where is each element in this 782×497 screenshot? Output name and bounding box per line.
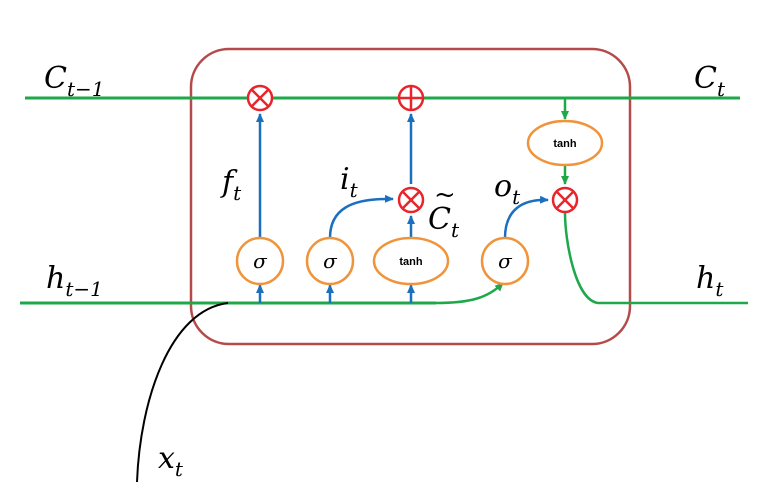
- hidden-to-output-gate-arrow: [435, 282, 504, 305]
- label-o-t: ot: [494, 169, 521, 209]
- label-c-tilde: ~ Ct: [428, 180, 460, 242]
- input-x-curve: [136, 302, 229, 483]
- label-f-t: ft: [220, 165, 242, 205]
- forget-multiply-op: [246, 84, 274, 112]
- forget-gate-label: σ: [253, 249, 268, 273]
- label-h-next: ht: [696, 261, 724, 301]
- candidate-gate-tanh: tanh: [372, 236, 450, 286]
- output-gate-sigma: σ: [480, 236, 530, 286]
- forget-gate-sigma: σ: [235, 236, 285, 286]
- label-c-prev: Ct−1: [44, 61, 105, 101]
- cell-boundary: [189, 47, 632, 346]
- input-gate-sigma: σ: [305, 236, 355, 286]
- label-h-prev: ht−1: [46, 261, 103, 301]
- label-c-tilde-accent: ~: [434, 180, 456, 210]
- svg-text:Ct: Ct: [428, 202, 460, 242]
- cell-tanh: tanh: [526, 119, 604, 167]
- output-gate-arrow: [503, 195, 549, 239]
- cell-tanh-label: tanh: [553, 138, 577, 150]
- label-c-next: Ct: [694, 61, 726, 101]
- output-multiply-op: [551, 186, 579, 214]
- input-gate-label: σ: [323, 249, 338, 273]
- label-i-t: it: [340, 162, 359, 202]
- input-multiply-op: [397, 186, 425, 214]
- cell-add-op: [397, 84, 425, 112]
- candidate-gate-label: tanh: [399, 256, 423, 268]
- label-x-t: xt: [158, 441, 184, 481]
- input-gate-arrow: [328, 194, 394, 239]
- hidden-state-output-line: [563, 212, 748, 305]
- output-gate-label: σ: [498, 249, 513, 273]
